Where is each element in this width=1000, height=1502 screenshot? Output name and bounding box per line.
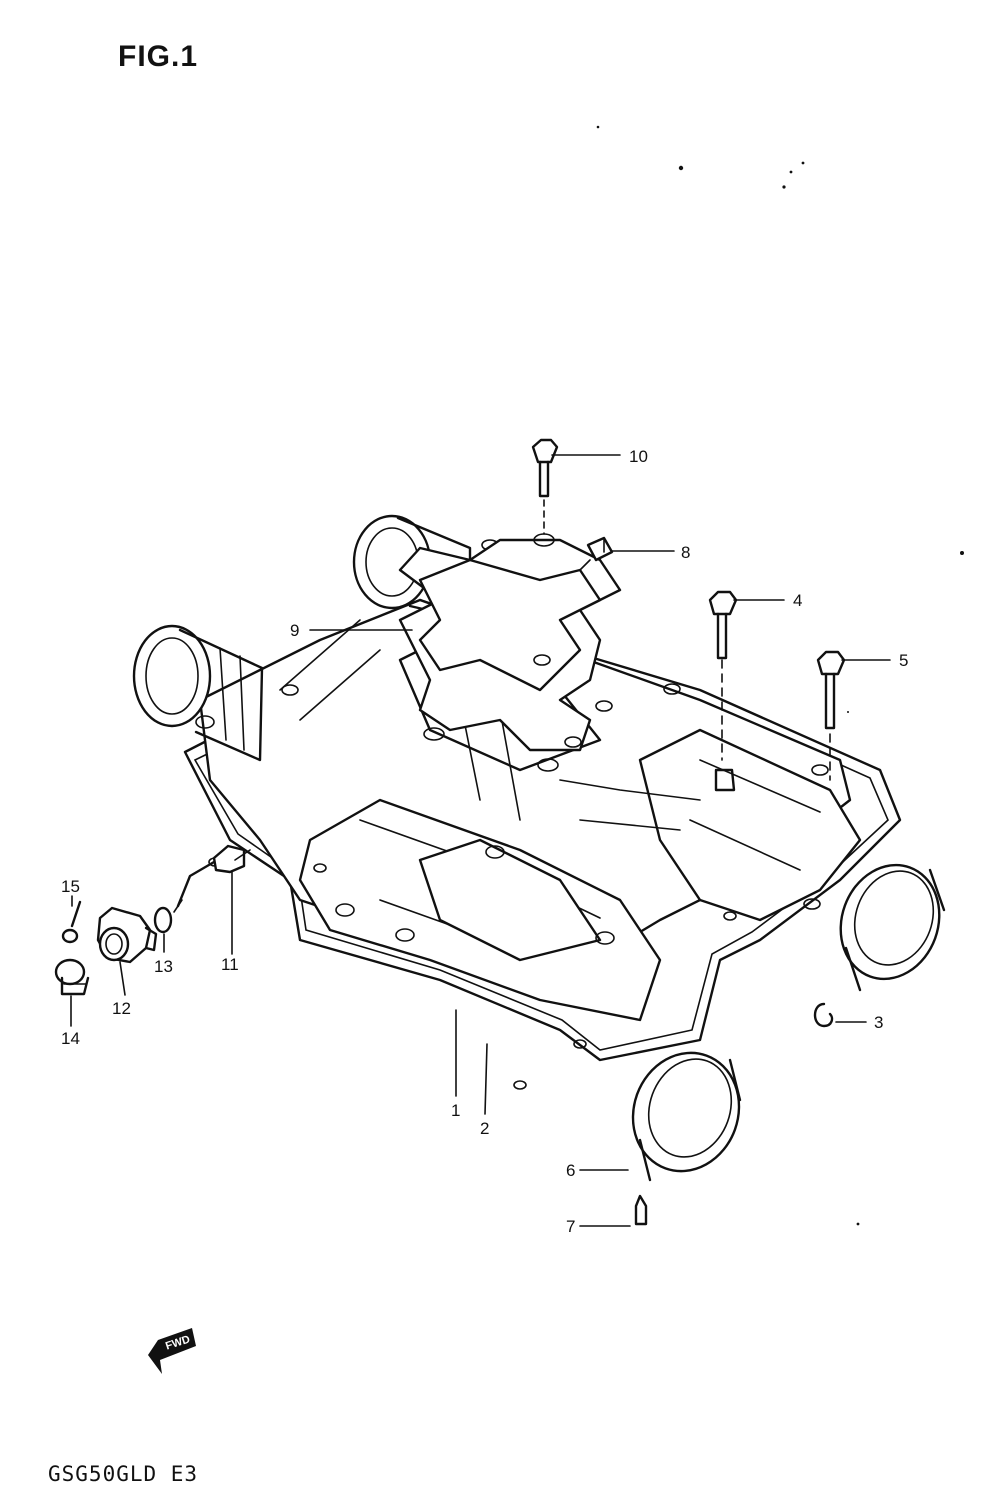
end-cap-front (631, 1051, 742, 1182)
figure-title: FIG.1 (118, 40, 199, 73)
o-ring-13 (153, 906, 173, 934)
bolt-4 (708, 590, 738, 792)
callout-10: 10 (629, 447, 648, 466)
callout-4: 4 (793, 591, 802, 610)
clip-3 (813, 1002, 834, 1028)
breather-cover (398, 533, 622, 772)
scan-specks (596, 125, 964, 1226)
callout-5: 5 (899, 651, 908, 670)
callout-numbers: 10 8 4 5 9 3 6 7 11 1 2 12 13 14 15 (61, 447, 908, 1236)
clip-7 (634, 1194, 648, 1226)
plug-14 (54, 958, 90, 996)
sensor-11 (173, 844, 251, 913)
callout-1: 1 (451, 1101, 460, 1120)
callout-12: 12 (112, 999, 131, 1018)
callout-14: 14 (61, 1029, 80, 1048)
callout-3: 3 (874, 1013, 883, 1032)
callout-9: 9 (290, 621, 299, 640)
screw-15 (61, 900, 82, 944)
callout-11: 11 (221, 955, 239, 974)
leader-lines (70, 454, 891, 1227)
callout-15: 15 (61, 877, 80, 896)
callout-8: 8 (681, 543, 690, 562)
bolt-10 (531, 438, 559, 535)
end-cap-right (839, 863, 946, 992)
model-code: GSG50GLD E3 (48, 1462, 199, 1486)
callout-6: 6 (566, 1161, 575, 1180)
callout-13: 13 (154, 957, 173, 976)
housing-12 (96, 906, 158, 964)
callout-2: 2 (480, 1119, 489, 1138)
callout-7: 7 (566, 1217, 575, 1236)
cylinder-head-cover (132, 514, 902, 1090)
front-direction-arrow: FWD (148, 1328, 196, 1374)
